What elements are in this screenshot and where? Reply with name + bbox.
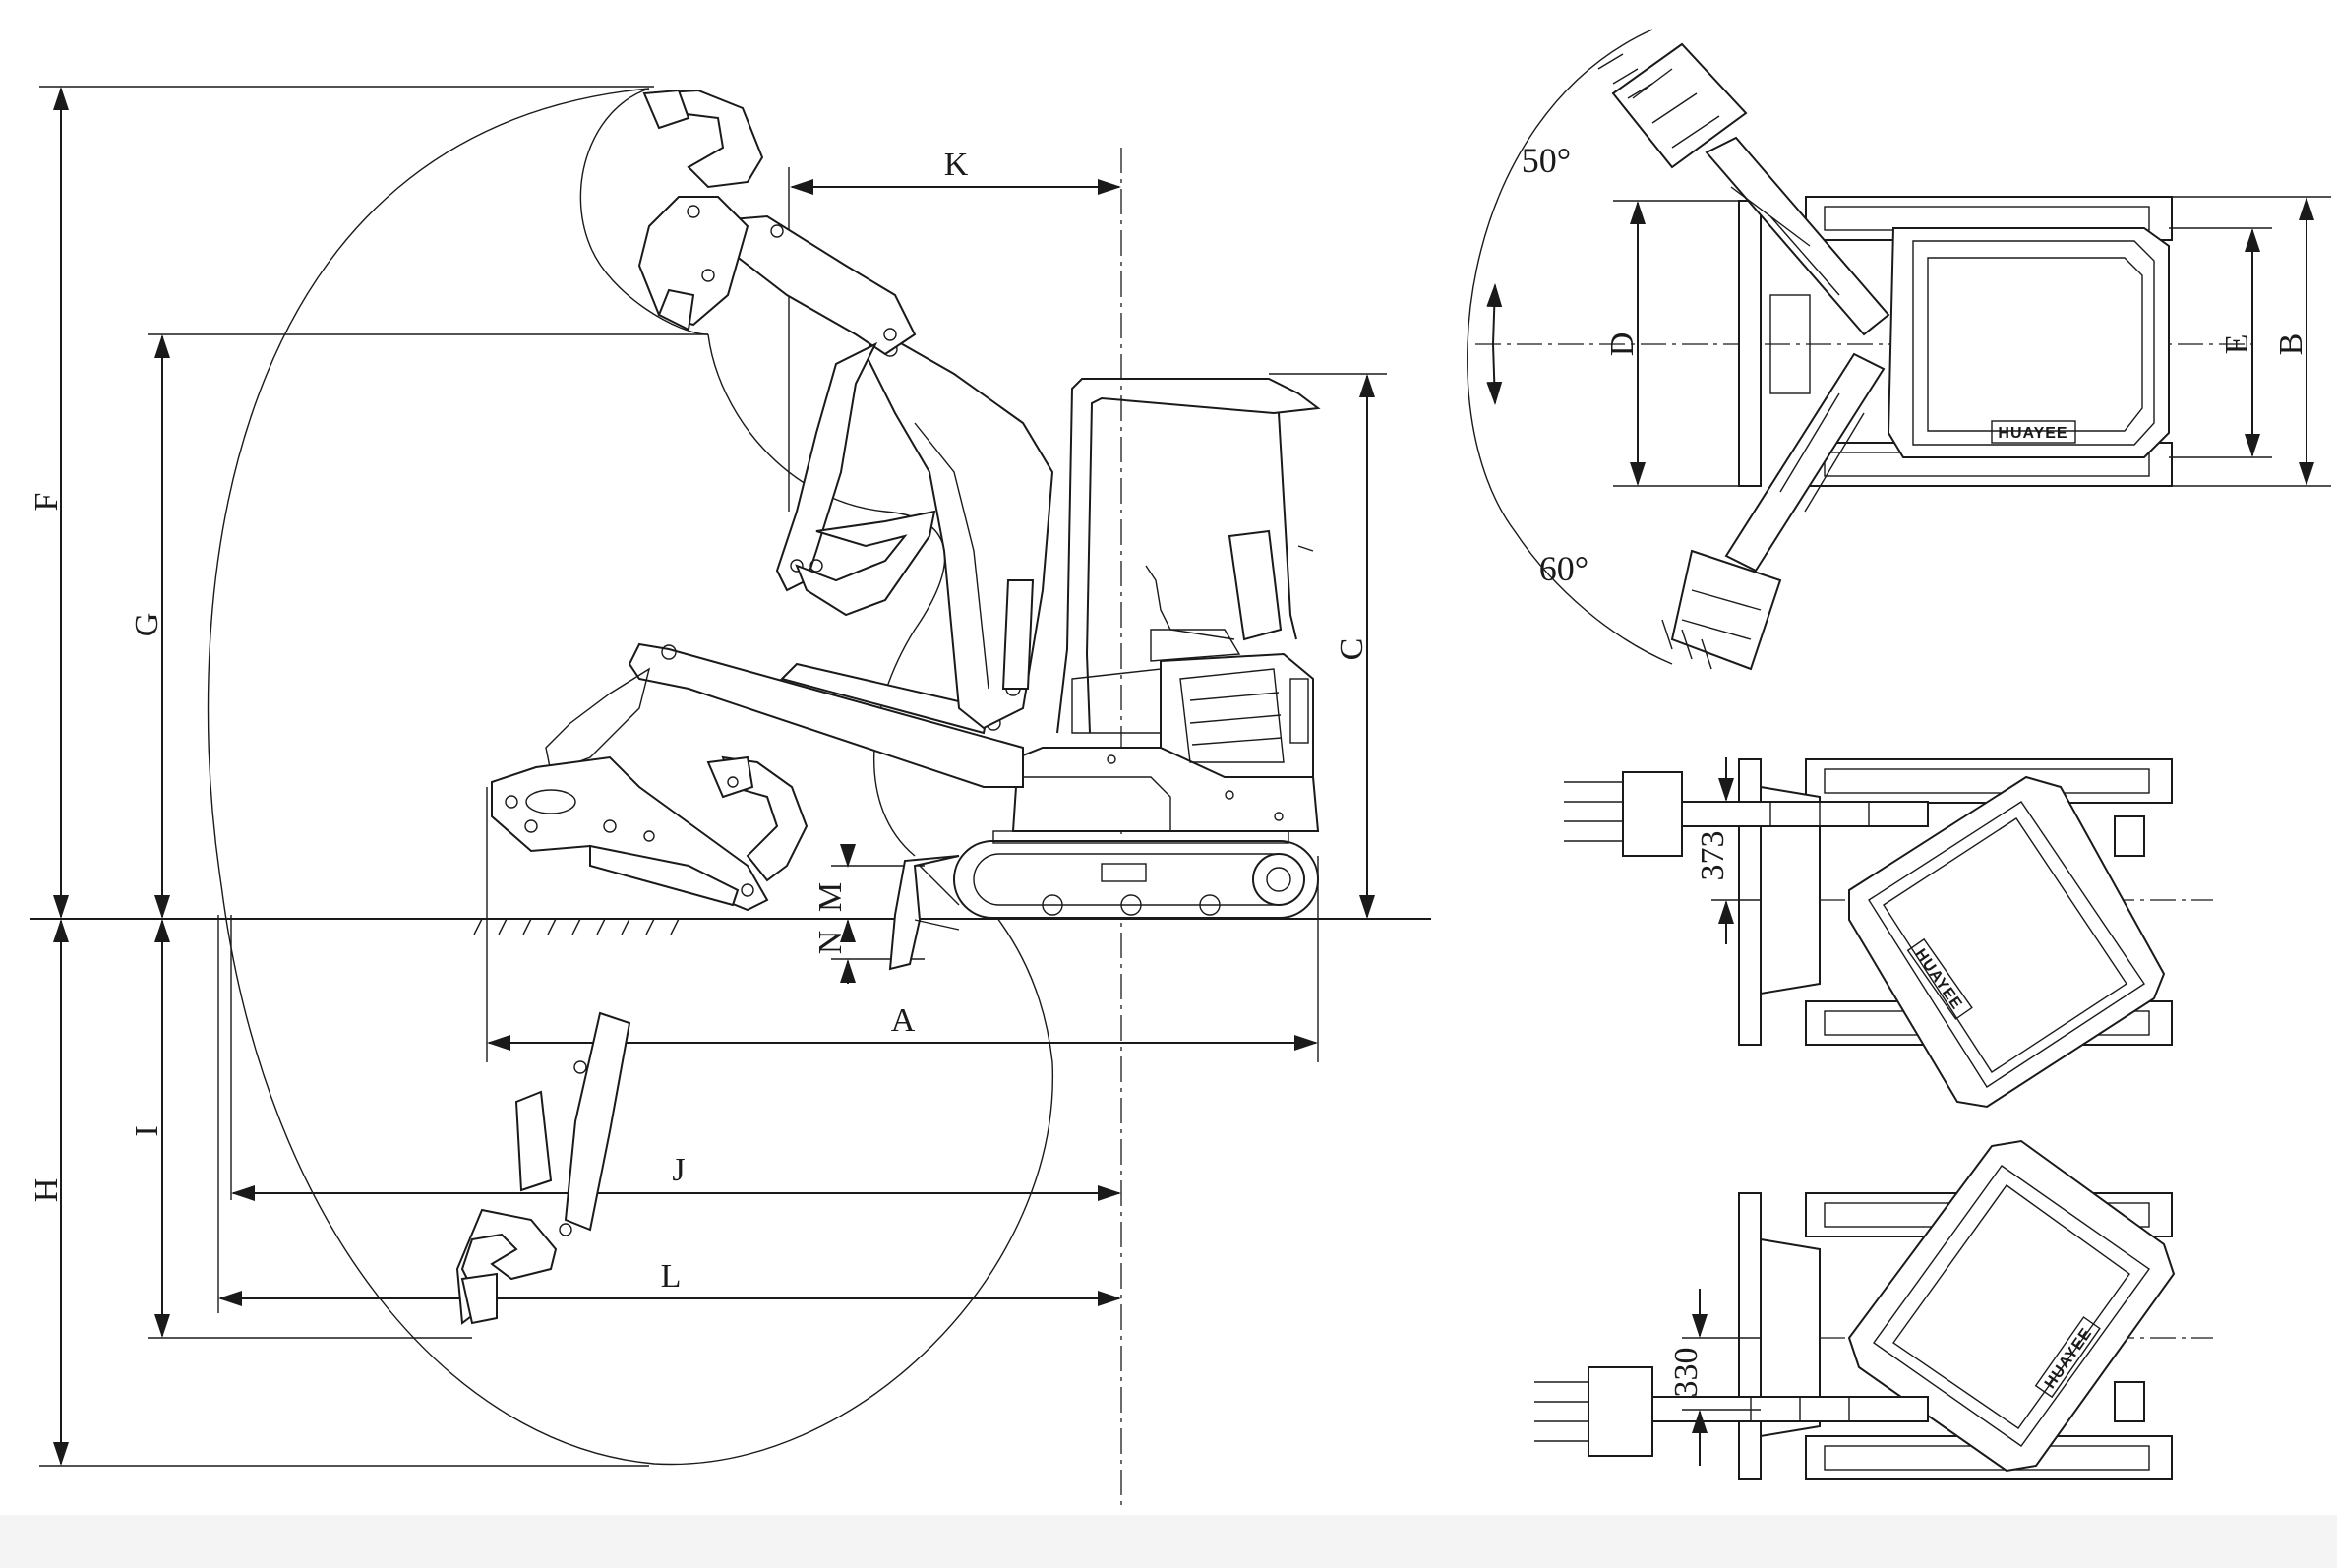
offset-view-373: HUAYEE 373 — [1564, 757, 2213, 1109]
dim-label-C: C — [1334, 638, 1370, 661]
side-panel — [1289, 678, 1309, 744]
arm-raised — [706, 214, 917, 592]
boom-swing-right — [1661, 352, 1886, 671]
dim-label-I: I — [129, 1125, 165, 1136]
offset-view-330: HUAYEE 330 — [1534, 1139, 2213, 1480]
dim-label-N: N — [812, 931, 849, 955]
cab-rotated-330: HUAYEE — [1847, 1139, 2176, 1473]
dim-label-G: G — [129, 613, 165, 637]
dim-label-E: E — [2219, 334, 2255, 355]
bucket-working — [706, 755, 809, 897]
dim-label-K: K — [944, 147, 969, 183]
bucket-mid — [795, 510, 936, 617]
dim-label-A: A — [891, 1002, 916, 1039]
rops-canopy — [1056, 378, 1321, 734]
swing-angle-arc — [1467, 29, 1673, 665]
bucket-arc-top — [579, 88, 709, 335]
cab-rotated-373: HUAYEE — [1848, 775, 2166, 1109]
bottom-strip — [0, 1515, 2337, 1568]
dim-label-D: D — [1604, 332, 1641, 357]
offset-label-330: 330 — [1668, 1348, 1705, 1398]
dozer-blade — [888, 855, 960, 971]
arm-working — [491, 755, 769, 912]
dim-label-H: H — [29, 1178, 65, 1203]
crawler-track — [953, 830, 1319, 919]
bucket-arc-mid — [707, 333, 946, 857]
angle-label-60: 60° — [1539, 549, 1588, 588]
side-view: F H G I C K A J L M N — [29, 86, 1431, 1505]
operator-seat — [1228, 529, 1283, 641]
dim-label-L: L — [661, 1258, 682, 1295]
blade-top — [1738, 200, 1762, 487]
arm-digging — [455, 1011, 631, 1325]
offset-label-373: 373 — [1695, 831, 1731, 881]
cab-top: HUAYEE — [1887, 227, 2170, 458]
dim-label-M: M — [812, 882, 849, 912]
digging-envelope — [207, 88, 1053, 1466]
dim-label-F: F — [29, 493, 65, 512]
dim-label-B: B — [2273, 333, 2309, 356]
bucket-top — [637, 89, 764, 332]
track-top-373 — [1805, 758, 2173, 804]
top-view: 50° 60° D HUAYEE E B — [1467, 29, 2331, 671]
dim-label-J: J — [672, 1152, 685, 1188]
brand-top: HUAYEE — [1998, 425, 2067, 442]
boom-swing-left — [1597, 42, 1890, 336]
ground-hatch — [473, 918, 680, 935]
angle-label-50: 50° — [1522, 141, 1571, 180]
